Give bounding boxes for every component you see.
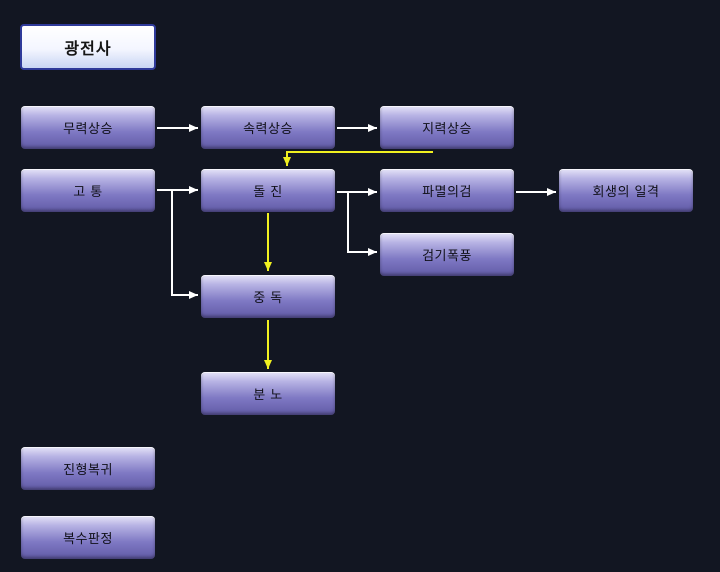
skill-node-gotong[interactable]: 고 통 [21,169,155,212]
skill-node-jinhyeong[interactable]: 진형복귀 [21,447,155,490]
skill-node-jiryeok[interactable]: 지력상승 [380,106,514,149]
skill-node-geomgi[interactable]: 검기폭풍 [380,233,514,276]
skill-node-hoesaeng[interactable]: 회생의 일격 [559,169,693,212]
skill-node-sokryeok[interactable]: 속력상승 [201,106,335,149]
arrow-gotong-to-jungdok [157,189,198,299]
skill-node-doljin[interactable]: 돌 진 [201,169,335,212]
skill-node-bunno[interactable]: 분 노 [201,372,335,415]
skill-node-jungdok[interactable]: 중 독 [201,275,335,318]
class-title: 광전사 [20,24,156,70]
skill-node-boksu[interactable]: 복수판정 [21,516,155,559]
arrow-jiryeok-to-doljin [283,151,433,166]
arrow-doljin-to-geomgi [347,192,377,256]
skill-node-pamyeol[interactable]: 파멸의검 [380,169,514,212]
skill-node-muryeok[interactable]: 무력상승 [21,106,155,149]
